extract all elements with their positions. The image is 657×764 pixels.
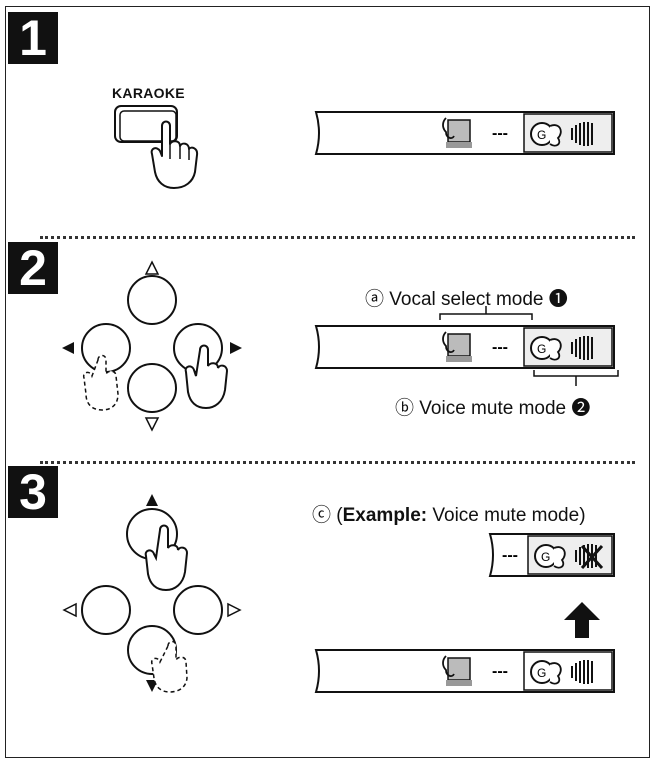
dashed-hand-icon: [150, 640, 188, 693]
voice-mute-label: Voice mute mode: [419, 398, 567, 419]
vocal-select-annotation: ⓐ Vocal select mode ❶: [365, 284, 568, 311]
example-mode-text: Voice mute mode): [432, 505, 586, 526]
svg-text:G: G: [541, 550, 550, 564]
voice-mute-icon: G: [523, 327, 613, 367]
karaoke-button[interactable]: [110, 104, 220, 194]
right-arrow-icon: [227, 602, 242, 618]
mode-separator: ---: [492, 125, 508, 142]
pressing-hand-icon: [184, 344, 229, 410]
ref-1: ❶: [548, 289, 568, 310]
voice-mute-bracket: [533, 370, 619, 386]
left-button: [81, 585, 131, 635]
svg-text:G: G: [537, 342, 546, 356]
down-button: [127, 363, 177, 413]
vocal-select-bracket: [439, 306, 533, 320]
marker-a: ⓐ: [365, 289, 385, 310]
mode-separator: ---: [492, 663, 508, 680]
voice-mute-annotation: ⓑ Voice mute mode ❷: [395, 393, 590, 420]
pressing-hand-icon: [144, 524, 189, 592]
voice-mute-icon: G: [523, 113, 613, 153]
karaoke-button-label: KARAOKE: [112, 85, 185, 101]
up-button: [127, 275, 177, 325]
voice-mute-icon: G: [523, 651, 613, 691]
dashed-hand-icon: [82, 354, 119, 411]
section-divider: [40, 236, 635, 239]
display-panel: --- G: [314, 649, 615, 693]
right-button: [173, 585, 223, 635]
step-3-badge: 3: [8, 466, 58, 518]
display-panel: --- G: [314, 111, 615, 155]
svg-text:G: G: [537, 128, 546, 142]
down-arrow-icon: [144, 417, 160, 432]
up-arrow-icon: [146, 494, 158, 506]
example-label: Example:: [342, 505, 428, 526]
marker-c: ⓒ: [312, 505, 332, 526]
up-arrow-icon: [144, 260, 160, 275]
voice-mute-active-icon: G: [527, 535, 613, 575]
svg-text:G: G: [537, 666, 546, 680]
example-annotation: ⓒ (Example: Voice mute mode): [312, 500, 586, 527]
marker-b: ⓑ: [395, 398, 415, 419]
vocal-select-label: Vocal select mode: [389, 289, 544, 310]
transition-arrow-icon: [564, 602, 600, 638]
left-arrow-icon: [62, 342, 74, 354]
display-panel: --- G: [314, 325, 615, 369]
instruction-frame: [5, 6, 650, 758]
step-2-badge: 2: [8, 242, 58, 294]
right-arrow-icon: [230, 342, 242, 354]
muted-display-panel: --- G: [488, 533, 615, 577]
left-arrow-icon: [62, 602, 77, 618]
mode-separator: ---: [502, 547, 518, 564]
example-open-paren: (: [336, 505, 343, 526]
step-1-badge: 1: [8, 12, 58, 64]
direction-pad[interactable]: [60, 260, 250, 460]
ref-2: ❷: [571, 398, 591, 419]
direction-pad[interactable]: [60, 494, 260, 694]
section-divider: [40, 461, 635, 464]
mode-separator: ---: [492, 339, 508, 356]
pressing-hand-icon: [150, 120, 199, 189]
